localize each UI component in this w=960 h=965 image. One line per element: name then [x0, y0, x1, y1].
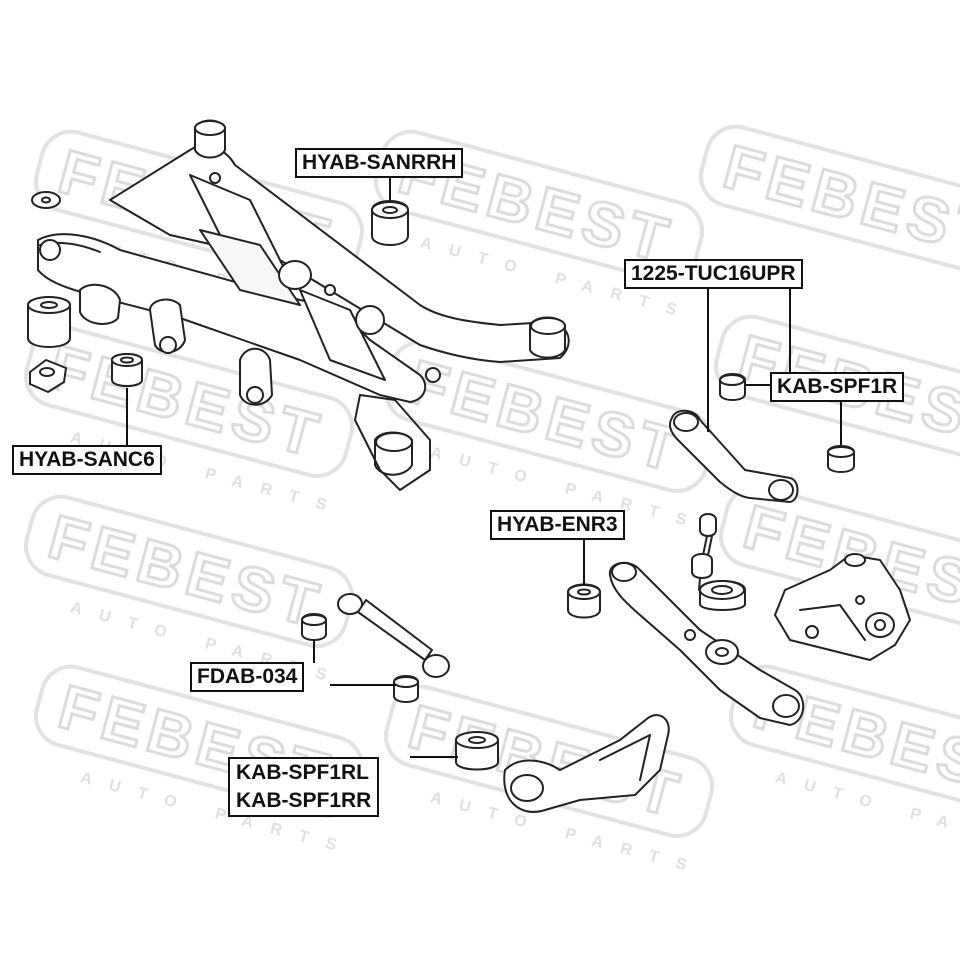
- stabilizer-link-drawing: [691, 513, 717, 591]
- watermark-brand: FEBEST: [42, 502, 331, 641]
- rear-knuckle-drawing: [774, 553, 911, 661]
- kab-spf1r-bushing-lower-drawing: [827, 445, 855, 473]
- part-number-text: HYAB-SANC6: [19, 448, 155, 471]
- fdab-034-bushing-lower-drawing: [393, 675, 419, 703]
- rear-subframe-drawing: [37, 119, 570, 491]
- trailing-arm-drawing: [503, 714, 670, 813]
- part-label-kab-spf1r[interactable]: KAB-SPF1R: [770, 372, 905, 402]
- washer-drawing: [31, 191, 61, 209]
- part-label-hyab-sanrrh[interactable]: HYAB-SANRRH: [295, 148, 464, 178]
- part-number-text: 1225-TUC16UPR: [631, 262, 796, 285]
- subframe-bushing-left-drawing: [27, 296, 71, 393]
- lateral-rod-drawing: [337, 593, 450, 678]
- kab-spf1r-bushing-upper-drawing: [719, 373, 746, 401]
- part-label-1225-tuc16upr[interactable]: 1225-TUC16UPR: [624, 259, 803, 289]
- part-number-text: FDAB-034: [197, 665, 298, 688]
- part-label-kab-spf1rl-rr[interactable]: KAB-SPF1RL KAB-SPF1RR: [228, 757, 380, 817]
- fdab-034-bushing-upper-drawing: [301, 613, 327, 641]
- watermark-logo: FEBEST AUTO PARTS: [24, 494, 355, 689]
- part-number-text: KAB-SPF1RL: [236, 761, 370, 784]
- part-number-text: KAB-SPF1R: [777, 375, 898, 398]
- part-number-text: KAB-SPF1RR: [236, 789, 372, 812]
- watermark-brand: FEBEST: [402, 347, 691, 486]
- hyab-sanrrh-bushing-drawing: [371, 200, 409, 246]
- part-number-text: HYAB-ENR3: [497, 513, 618, 536]
- hyab-enr3-bushing-drawing: [567, 583, 601, 619]
- hyab-sanc6-bushing-drawing: [111, 353, 143, 387]
- part-number-text: HYAB-SANRRH: [302, 151, 457, 174]
- upper-control-arm-drawing: [669, 409, 799, 503]
- part-label-hyab-sanc6[interactable]: HYAB-SANC6: [12, 445, 162, 475]
- leader-lines: [126, 175, 842, 758]
- kab-spf1rl-bushing-drawing: [455, 731, 499, 771]
- spring-seat-drawing: [699, 580, 746, 611]
- part-label-fdab-034[interactable]: FDAB-034: [190, 662, 305, 692]
- lower-control-arm-drawing: [608, 561, 805, 726]
- part-label-hyab-enr3[interactable]: HYAB-ENR3: [490, 510, 625, 540]
